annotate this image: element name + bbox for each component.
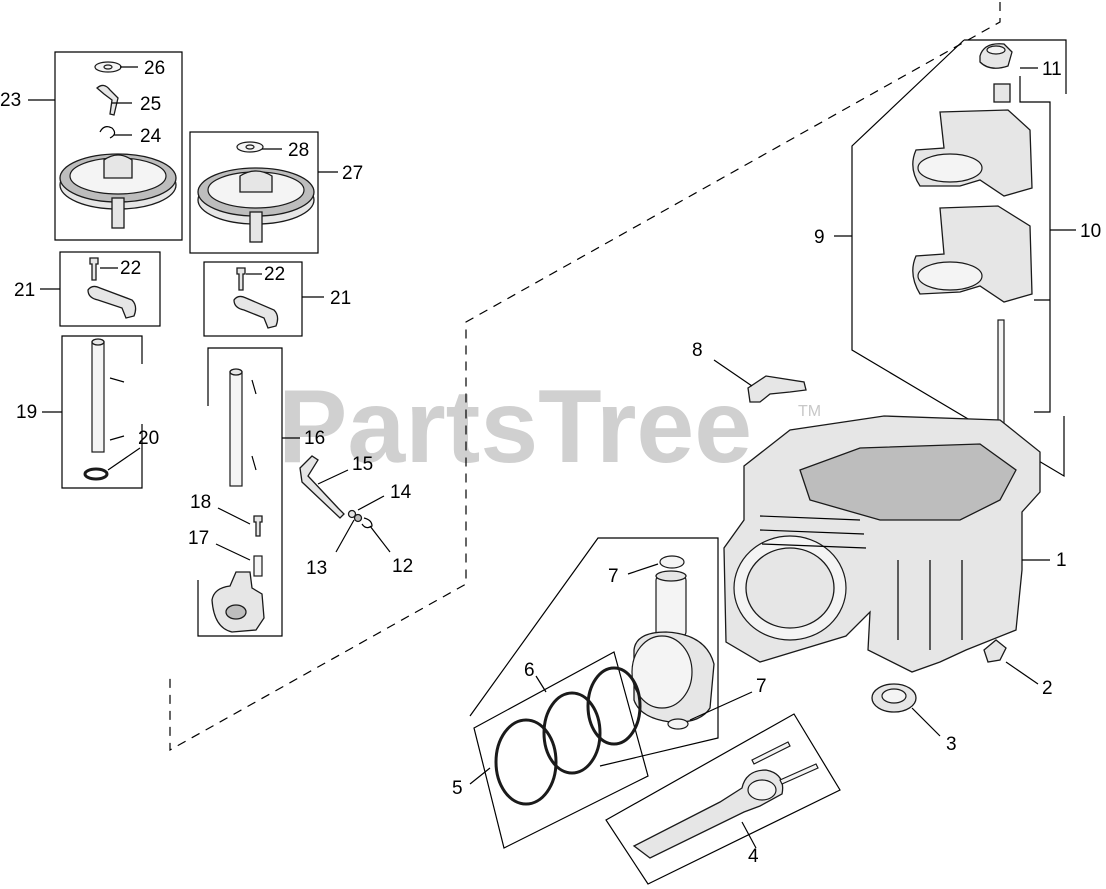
callout-25: 25 bbox=[140, 94, 161, 115]
pump-17 bbox=[211, 571, 265, 633]
seal-20 bbox=[83, 467, 109, 481]
leader-lines bbox=[28, 66, 1076, 849]
callout-20: 20 bbox=[138, 428, 159, 449]
group-16-bracket bbox=[197, 347, 283, 637]
watermark-tm: TM bbox=[798, 403, 821, 420]
nut-13 bbox=[353, 513, 363, 523]
callout-2: 2 bbox=[1042, 678, 1053, 699]
washer-14 bbox=[347, 509, 357, 519]
rod-bolt-1 bbox=[751, 741, 791, 765]
callout-23: 23 bbox=[0, 90, 21, 111]
callout-26: 26 bbox=[144, 58, 165, 79]
spring-24 bbox=[99, 126, 116, 139]
fitting-2 bbox=[983, 639, 1007, 663]
group-4-bracket bbox=[605, 713, 841, 885]
callout-18: 18 bbox=[190, 492, 211, 513]
callout-labels: 26 25 24 23 28 27 22 22 21 21 19 20 16 1… bbox=[0, 58, 1101, 867]
bracket-8 bbox=[747, 375, 807, 403]
callout-6: 6 bbox=[524, 660, 535, 681]
callout-12: 12 bbox=[392, 556, 413, 577]
callout-24: 24 bbox=[140, 126, 162, 147]
callout-16: 16 bbox=[304, 428, 325, 449]
clip-12 bbox=[361, 517, 373, 529]
callout-9: 9 bbox=[814, 227, 825, 248]
group-10-bracket bbox=[1019, 76, 1051, 413]
bolt-18 bbox=[253, 515, 263, 537]
callout-13: 13 bbox=[306, 558, 327, 579]
bolt-22-left bbox=[89, 257, 99, 281]
tube-15 bbox=[299, 455, 345, 519]
bolt-10 bbox=[997, 319, 1005, 429]
lever-25 bbox=[96, 84, 119, 116]
callout-4: 4 bbox=[748, 846, 759, 867]
callout-7-bottom: 7 bbox=[756, 676, 767, 697]
group-27-frame bbox=[189, 131, 319, 254]
callout-19: 19 bbox=[16, 402, 37, 423]
pin-clip-7b bbox=[667, 718, 689, 730]
callout-15: 15 bbox=[352, 454, 373, 475]
housing-10-upper bbox=[912, 109, 1033, 197]
group-9-bracket bbox=[851, 39, 1067, 478]
ring-6b bbox=[586, 666, 642, 746]
pin-clip-7a bbox=[659, 555, 685, 569]
group-7-bracket bbox=[469, 537, 719, 767]
rod-bolt-2 bbox=[779, 763, 819, 785]
callout-22-left: 22 bbox=[120, 258, 141, 279]
ring-5 bbox=[494, 718, 558, 806]
callout-21-left: 21 bbox=[14, 280, 35, 301]
group-21-left-frame bbox=[59, 251, 161, 327]
bolt-22-right bbox=[236, 267, 246, 291]
shaft-19 bbox=[91, 341, 105, 453]
group-5-bracket bbox=[473, 651, 649, 849]
callout-27: 27 bbox=[342, 163, 363, 184]
group-19-bracket bbox=[61, 335, 143, 489]
ring-6a bbox=[542, 691, 602, 775]
wrist-pin bbox=[655, 575, 687, 637]
shaft-16 bbox=[229, 371, 243, 487]
callout-28: 28 bbox=[288, 140, 309, 161]
conn-rod-4 bbox=[632, 769, 784, 859]
callout-22-right: 22 bbox=[264, 264, 285, 285]
callout-11: 11 bbox=[1042, 59, 1062, 80]
bushing-10 bbox=[993, 83, 1011, 103]
arm-21-left bbox=[87, 285, 137, 319]
watermark-text: PartsTree bbox=[278, 369, 752, 485]
callout-7-top: 7 bbox=[608, 566, 619, 587]
callout-14: 14 bbox=[390, 482, 412, 503]
group-21-right-frame bbox=[203, 261, 303, 337]
callout-1: 1 bbox=[1056, 550, 1067, 571]
callout-5: 5 bbox=[452, 778, 463, 799]
callout-10: 10 bbox=[1080, 221, 1101, 242]
callout-17: 17 bbox=[188, 528, 209, 549]
callout-3: 3 bbox=[946, 734, 957, 755]
pin-17 bbox=[253, 555, 263, 577]
callout-8: 8 bbox=[692, 340, 703, 361]
arm-21-right bbox=[233, 295, 279, 329]
group-23-bracket bbox=[54, 51, 183, 241]
assembly-boundary bbox=[169, 2, 1001, 752]
callout-21-right: 21 bbox=[330, 288, 351, 309]
